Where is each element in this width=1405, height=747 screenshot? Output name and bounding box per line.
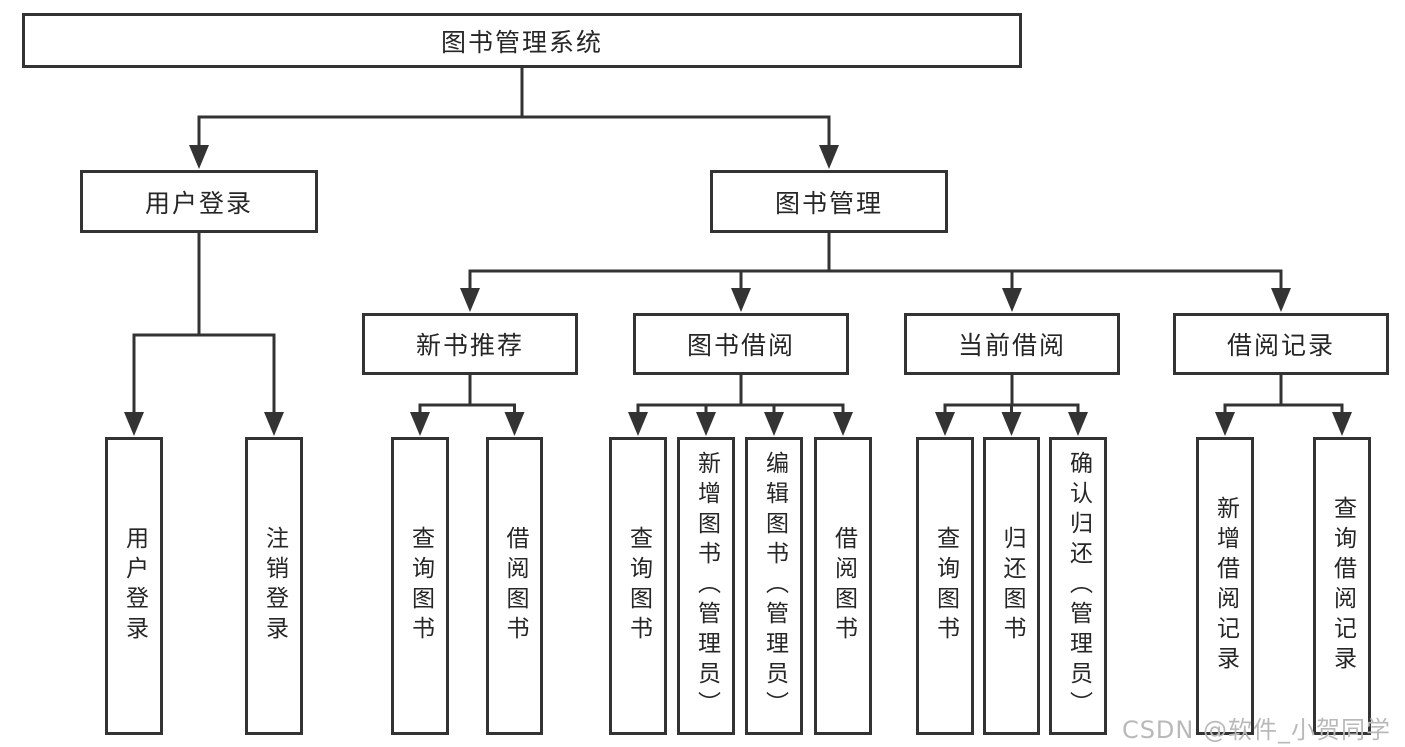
- node-label: 借阅记录: [1226, 331, 1335, 360]
- csdn-watermark: CSDN @软件_小贺同学: [1121, 716, 1391, 744]
- node-label: 归还图书: [999, 526, 1025, 646]
- node-book-borrow: 图书借阅: [633, 313, 849, 375]
- node-label: 借阅图书: [830, 526, 857, 646]
- node-label: 借阅图书: [502, 526, 528, 646]
- node-current-borrow: 当前借阅: [904, 313, 1120, 375]
- node-label: 查询图书: [625, 526, 652, 646]
- leaf-add-borrow-record: 新增借阅记录: [1196, 437, 1254, 735]
- leaf-query-books-borrow: 查询图书: [609, 437, 667, 735]
- node-label: 注销登录: [261, 526, 288, 646]
- node-label: 新增借阅记录: [1212, 496, 1239, 676]
- leaf-return-book: 归还图书: [983, 437, 1040, 735]
- leaf-query-books-current: 查询图书: [916, 437, 974, 735]
- leaf-add-book-admin: 新增图书（管理员）: [677, 437, 735, 735]
- node-label: 图书管理: [774, 188, 883, 218]
- leaf-borrow-books-borrow: 借阅图书: [814, 437, 872, 735]
- node-label: 确认归还（管理员）: [1065, 451, 1092, 721]
- node-label: 当前借阅: [957, 331, 1066, 360]
- node-label: 用户登录: [144, 188, 253, 218]
- node-user-login: 用户登录: [80, 170, 318, 233]
- node-label: 查询图书: [932, 526, 959, 646]
- node-label: 新增图书（管理员）: [693, 451, 720, 721]
- leaf-user-login: 用户登录: [105, 437, 163, 735]
- node-label: 图书管理系统: [440, 27, 603, 57]
- node-label: 编辑图书（管理员）: [761, 451, 788, 721]
- node-label: 新书推荐: [415, 331, 524, 360]
- leaf-borrow-books-recommend: 借阅图书: [486, 437, 543, 735]
- leaf-logout: 注销登录: [245, 437, 303, 735]
- leaf-query-borrow-record: 查询借阅记录: [1313, 437, 1371, 735]
- node-borrow-records: 借阅记录: [1173, 313, 1389, 375]
- leaf-edit-book-admin: 编辑图书（管理员）: [745, 437, 803, 735]
- leaf-query-books-recommend: 查询图书: [391, 437, 449, 735]
- node-label: 查询借阅记录: [1329, 496, 1356, 676]
- node-label: 图书借阅: [686, 331, 795, 360]
- node-label: 查询图书: [407, 526, 434, 646]
- leaf-confirm-return-admin: 确认归还（管理员）: [1049, 437, 1107, 735]
- node-label: 用户登录: [121, 526, 148, 646]
- node-book-management: 图书管理: [710, 170, 948, 233]
- node-new-book-recommend: 新书推荐: [362, 313, 578, 375]
- node-library-system: 图书管理系统: [22, 13, 1022, 68]
